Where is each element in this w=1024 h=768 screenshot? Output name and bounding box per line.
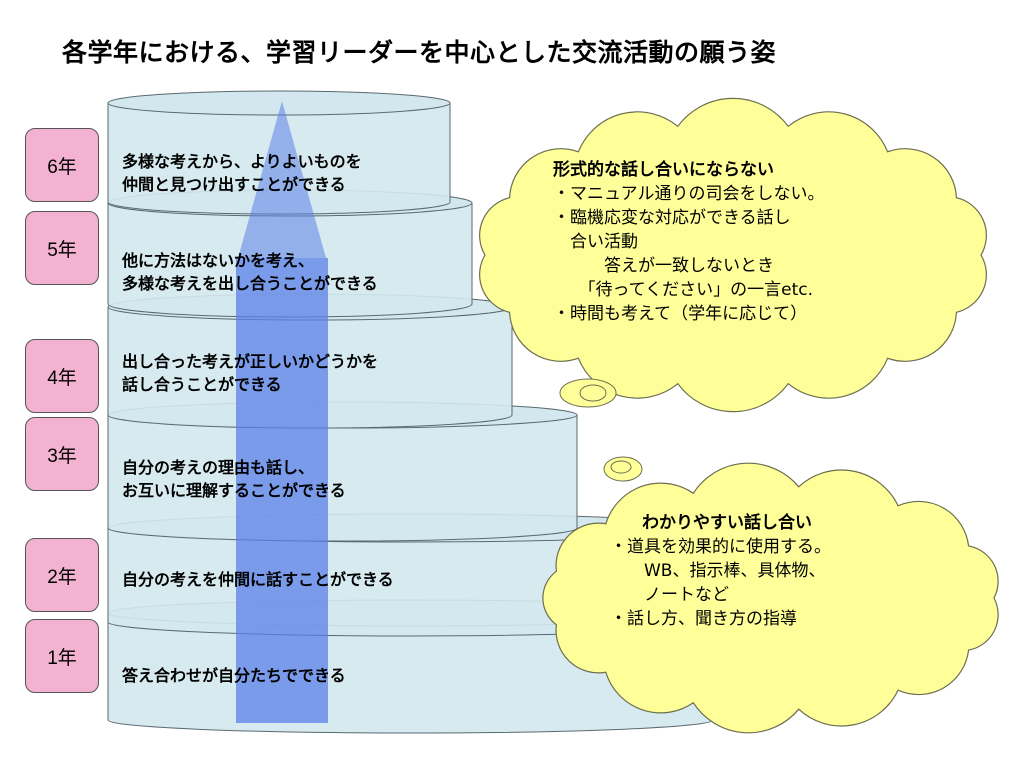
cloud-top-text: 形式的な話し合いにならない ・マニュアル通りの司会をしない。 ・臨機応変な対応が… <box>553 158 825 326</box>
level-4-line-1: 出し合った考えが正しいかどうかを <box>122 352 379 371</box>
grade-label-6: 6年 <box>25 128 99 202</box>
up-arrow-head <box>238 101 326 258</box>
cloud-bottom-text: わかりやすい話し合い ・道具を効果的に使用する。 WB、指示棒、具体物、 ノート… <box>610 511 831 631</box>
level-2-text: 自分の考えを仲間に話すことができる <box>122 568 394 591</box>
level-5-line-2: 多様な考えを出し合うことができる <box>122 274 378 293</box>
level-5-text: 他に方法はないかを考え、 多様な考えを出し合うことができる <box>122 249 378 295</box>
grade-label-2: 2年 <box>25 538 99 612</box>
level-3-line-2: お互いに理解することができる <box>122 481 346 500</box>
cloud-top-line-4: 答えが一致しないとき <box>553 256 774 276</box>
up-arrow-shaft <box>236 258 328 723</box>
cloud-bottom-line-3: ノートなど <box>610 585 729 605</box>
cloud-top-line-3: 合い活動 <box>553 232 638 252</box>
level-4-line-2: 話し合うことができる <box>122 375 282 394</box>
level-6-text: 多様な考えから、よりよいものを 仲間と見つけ出すことができる <box>122 150 362 196</box>
level-2-line-1: 自分の考えを仲間に話すことができる <box>122 570 394 589</box>
grade-label-5: 5年 <box>25 211 99 285</box>
cloud-bottom-line-2: WB、指示棒、具体物、 <box>610 561 826 581</box>
level-4-text: 出し合った考えが正しいかどうかを 話し合うことができる <box>122 350 378 396</box>
grade-label-1: 1年 <box>25 619 99 693</box>
level-1-text: 答え合わせが自分たちでできる <box>122 664 346 687</box>
level-3-line-1: 自分の考えの理由も話し、 <box>122 458 315 477</box>
level-6-line-1: 多様な考えから、よりよいものを <box>122 152 362 171</box>
cloud-top-line-2: ・臨機応変な対応ができる話し <box>553 208 791 228</box>
cloud-top-line-1: ・マニュアル通りの司会をしない。 <box>553 184 825 204</box>
page-title: 各学年における、学習リーダーを中心とした交流活動の願う姿 <box>62 38 777 67</box>
cloud-bottom-line-1: ・道具を効果的に使用する。 <box>610 537 831 557</box>
cloud-bottom-title: わかりやすい話し合い <box>642 513 812 533</box>
level-1-line-1: 答え合わせが自分たちでできる <box>122 666 346 685</box>
cloud-top-line-5: 「待ってください」の一言etc. <box>553 280 814 300</box>
level-3-text: 自分の考えの理由も話し、 お互いに理解することができる <box>122 456 346 502</box>
thought-cloud-top <box>479 97 987 413</box>
cloud-bottom-line-4: ・話し方、聞き方の指導 <box>610 609 797 629</box>
grade-label-4: 4年 <box>25 339 99 413</box>
grade-label-3: 3年 <box>25 417 99 491</box>
thought-cloud-bottom <box>542 456 999 734</box>
level-6-line-2: 仲間と見つけ出すことができる <box>122 175 346 194</box>
cloud-top-title: 形式的な話し合いにならない <box>553 160 774 180</box>
level-5-line-1: 他に方法はないかを考え、 <box>122 251 315 270</box>
cloud-top-line-6: ・時間も考えて（学年に応じて） <box>553 304 808 324</box>
